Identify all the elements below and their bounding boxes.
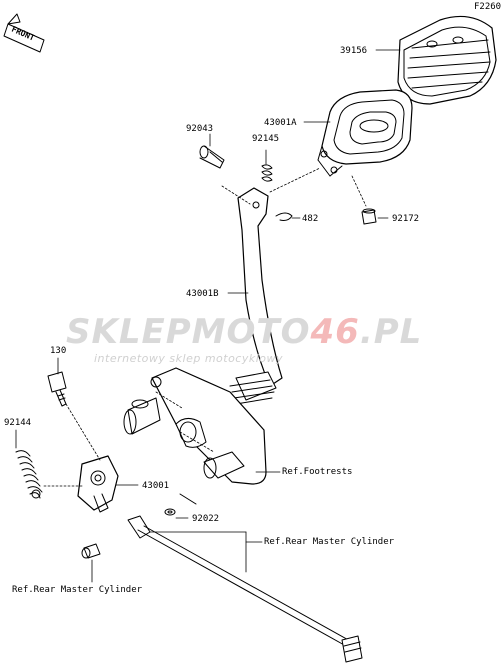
ref-rear-master-cylinder-left: Ref.Rear Master Cylinder [12,585,143,595]
clip [275,212,293,221]
part-39156: 39156 [340,46,368,56]
return-spring [15,450,43,499]
front-direction-icon: FRONT [3,13,45,53]
part-43001B: 43001B [186,289,219,299]
watermark-brand-part3: 46 [310,312,360,352]
push-rod [127,515,363,663]
diagram-code: F2260 [474,2,502,12]
watermark-brand-part4: .PL [359,312,423,352]
part-43001: 43001 [142,481,170,491]
part-43001A: 43001A [264,118,297,128]
pin [199,145,225,169]
pedal-arm [77,455,119,513]
watermark-logo: SKLEPMOTO46.PL [66,312,422,352]
pedal-base [317,89,413,177]
watermark-brand-part1: SKLEP [66,312,192,352]
ref-rear-master-cylinder-right: Ref.Rear Master Cylinder [264,537,395,547]
part-92022: 92022 [192,514,220,524]
bolt [47,371,67,407]
part-130: 130 [50,346,67,356]
part-92145: 92145 [252,134,280,144]
part-92172: 92172 [392,214,420,224]
rubber-cap [361,208,377,225]
part-482: 482 [302,214,319,224]
clevis-pin [81,543,101,559]
cotter-pin [164,493,197,516]
ref-footrests: Ref.Footrests [282,467,353,477]
part-92043: 92043 [186,124,214,134]
watermark-brand-part2: MOTO [191,312,311,352]
pedal-pad [397,15,497,105]
pedal-lever [229,187,283,405]
leader-lines [15,49,401,583]
watermark-tagline: internetowy sklep motocyklowy [94,352,284,365]
part-92144: 92144 [4,418,32,428]
small-spring [261,164,273,182]
